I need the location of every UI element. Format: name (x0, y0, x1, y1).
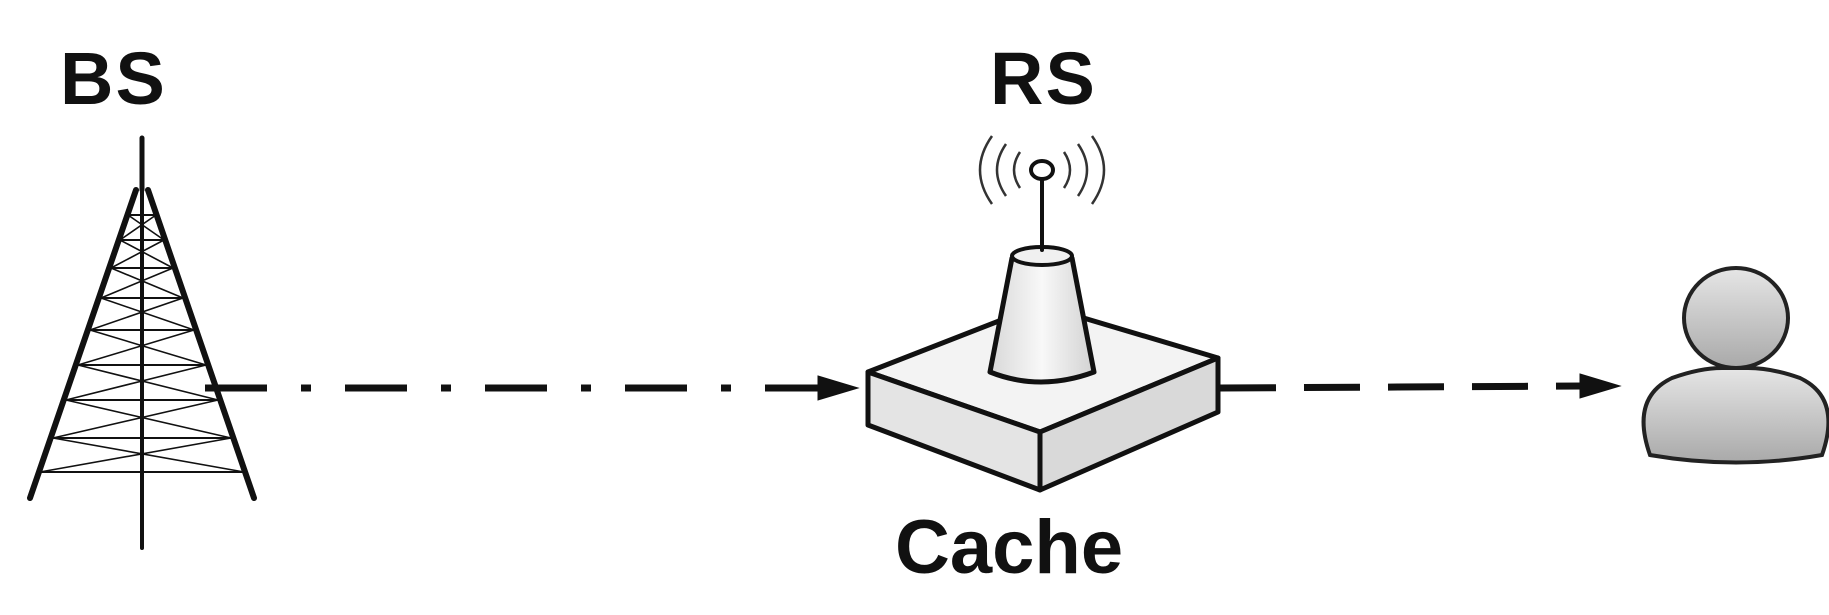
cell-tower-icon (27, 135, 257, 550)
relay-station-label: RS (990, 37, 1097, 120)
base-station-label: BS (60, 37, 167, 120)
rs-to-user-link (1219, 373, 1622, 399)
relay-router-icon (865, 135, 1221, 493)
bs-to-rs-link (205, 375, 860, 401)
arrowhead-icon (1579, 373, 1622, 399)
radio-waves-icon (978, 135, 1106, 205)
cache-label: Cache (895, 505, 1124, 590)
arrowhead-icon (817, 375, 860, 401)
user-icon (1641, 266, 1829, 465)
